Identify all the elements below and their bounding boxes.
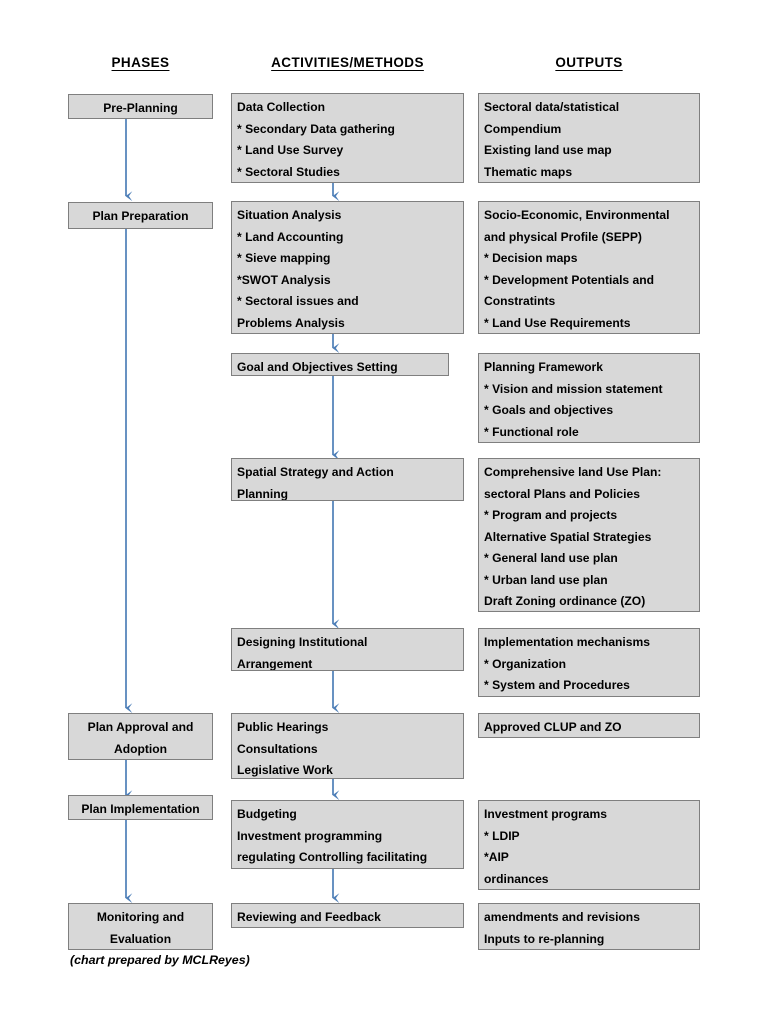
output-line: * General land use plan: [484, 551, 618, 565]
output-line: * System and Procedures: [484, 678, 630, 692]
phase-box-monitoring-evaluation[interactable]: Monitoring and Evaluation: [68, 903, 213, 950]
phase-line: Monitoring and: [96, 910, 185, 924]
activity-line: * Land Accounting: [237, 229, 344, 244]
phase-line: Adoption: [113, 741, 168, 756]
output-line: Sectoral data/statistical: [484, 100, 620, 114]
activity-line: Planning: [237, 486, 289, 501]
activity-box-reviewing-feedback[interactable]: Reviewing and Feedback: [231, 903, 464, 928]
activity-line: Designing Institutional: [237, 635, 368, 649]
activity-line: Spatial Strategy and Action: [237, 465, 394, 479]
output-box-sectoral-data[interactable]: Sectoral data/statistical Compendium Exi…: [478, 93, 700, 183]
output-line: ordinances: [484, 871, 549, 886]
activity-line: * Land Use Survey: [237, 143, 344, 157]
output-box-planning-framework[interactable]: Planning Framework * Vision and mission …: [478, 353, 700, 443]
output-line: * Urban land use plan: [484, 572, 608, 587]
output-line: Draft Zoning ordinance (ZO): [484, 594, 646, 608]
output-line: Compendium: [484, 121, 562, 136]
output-box-amendments[interactable]: amendments and revisions Inputs to re-pl…: [478, 903, 700, 950]
phase-line: Plan Approval and: [87, 720, 194, 734]
activity-line: Public Hearings: [237, 720, 329, 734]
activity-box-public-hearings[interactable]: Public Hearings Consultations Legislativ…: [231, 713, 464, 779]
activity-line: Data Collection: [237, 100, 326, 114]
output-line: Implementation mechanisms: [484, 635, 650, 649]
chart-caption: (chart prepared by MCLReyes): [70, 953, 250, 967]
column-heading-phases: PHASES: [111, 55, 170, 70]
activity-line: Goal and Objectives Setting: [237, 360, 398, 374]
activity-line: Situation Analysis: [237, 208, 342, 222]
output-line: * Vision and mission statement: [484, 381, 663, 396]
phase-box-pre-planning[interactable]: Pre-Planning: [68, 94, 213, 119]
output-line: * Program and projects: [484, 508, 618, 522]
activity-line: Legislative Work: [237, 763, 333, 777]
activity-line: *SWOT Analysis: [237, 272, 331, 287]
output-line: *AIP: [484, 850, 509, 864]
phase-box-plan-implementation[interactable]: Plan Implementation: [68, 795, 213, 820]
output-line: * Goals and objectives: [484, 403, 614, 417]
output-line: Constratints: [484, 294, 556, 308]
output-line: Thematic maps: [484, 164, 573, 179]
output-line: * LDIP: [484, 828, 520, 843]
output-line: and physical Profile (SEPP): [484, 229, 642, 244]
activity-line: Investment programming: [237, 828, 383, 843]
output-line: sectoral Plans and Policies: [484, 486, 640, 501]
activity-line: Problems Analysis: [237, 315, 345, 330]
output-line: Investment programs: [484, 807, 607, 821]
activity-box-goal-objectives[interactable]: Goal and Objectives Setting: [231, 353, 449, 376]
output-line: Comprehensive land Use Plan:: [484, 465, 662, 479]
activity-box-spatial-strategy[interactable]: Spatial Strategy and Action Planning: [231, 458, 464, 501]
activity-line: * Sieve mapping: [237, 251, 331, 265]
output-line: Inputs to re-planning: [484, 931, 605, 946]
output-box-approved-clup[interactable]: Approved CLUP and ZO: [478, 713, 700, 738]
output-line: Existing land use map: [484, 143, 612, 157]
output-box-investment-programs[interactable]: Investment programs * LDIP *AIP ordinanc…: [478, 800, 700, 890]
activity-line: * Sectoral Studies: [237, 164, 340, 179]
phase-box-plan-preparation[interactable]: Plan Preparation: [68, 202, 213, 229]
output-line: * Functional role: [484, 424, 579, 439]
activity-box-situation-analysis[interactable]: Situation Analysis * Land Accounting * S…: [231, 201, 464, 334]
column-heading-outputs: OUTPUTS: [555, 55, 623, 70]
output-line: Planning Framework: [484, 360, 603, 374]
phase-line: Plan Preparation: [92, 209, 189, 223]
output-line: * Decision maps: [484, 251, 578, 265]
activity-line: * Sectoral issues and: [237, 294, 359, 308]
activity-box-data-collection[interactable]: Data Collection * Secondary Data gatheri…: [231, 93, 464, 183]
activity-box-budgeting[interactable]: Budgeting Investment programming regulat…: [231, 800, 464, 869]
activity-line: Arrangement: [237, 656, 313, 671]
output-line: * Land Use Requirements: [484, 315, 631, 330]
activity-line: * Secondary Data gathering: [237, 121, 395, 136]
output-line: Socio-Economic, Environmental: [484, 208, 670, 222]
activity-line: Budgeting: [237, 807, 297, 821]
output-box-clup[interactable]: Comprehensive land Use Plan: sectoral Pl…: [478, 458, 700, 612]
phase-box-plan-approval[interactable]: Plan Approval and Adoption: [68, 713, 213, 760]
activity-line: Consultations: [237, 741, 318, 756]
phase-line: Plan Implementation: [81, 802, 200, 816]
phase-line: Evaluation: [109, 931, 172, 946]
phase-line: Pre-Planning: [103, 101, 178, 115]
output-line: * Organization: [484, 656, 566, 671]
column-heading-activities: ACTIVITIES/METHODS: [271, 55, 424, 70]
output-line: amendments and revisions: [484, 910, 640, 924]
activity-line: Reviewing and Feedback: [237, 910, 381, 924]
activity-line: regulating Controlling facilitating: [237, 850, 428, 864]
output-line: Approved CLUP and ZO: [484, 720, 622, 734]
output-line: Alternative Spatial Strategies: [484, 529, 652, 544]
output-line: * Development Potentials and: [484, 272, 655, 287]
output-box-sepp[interactable]: Socio-Economic, Environmental and physic…: [478, 201, 700, 334]
activity-box-designing-institutional[interactable]: Designing Institutional Arrangement: [231, 628, 464, 671]
output-box-implementation-mechanisms[interactable]: Implementation mechanisms * Organization…: [478, 628, 700, 697]
